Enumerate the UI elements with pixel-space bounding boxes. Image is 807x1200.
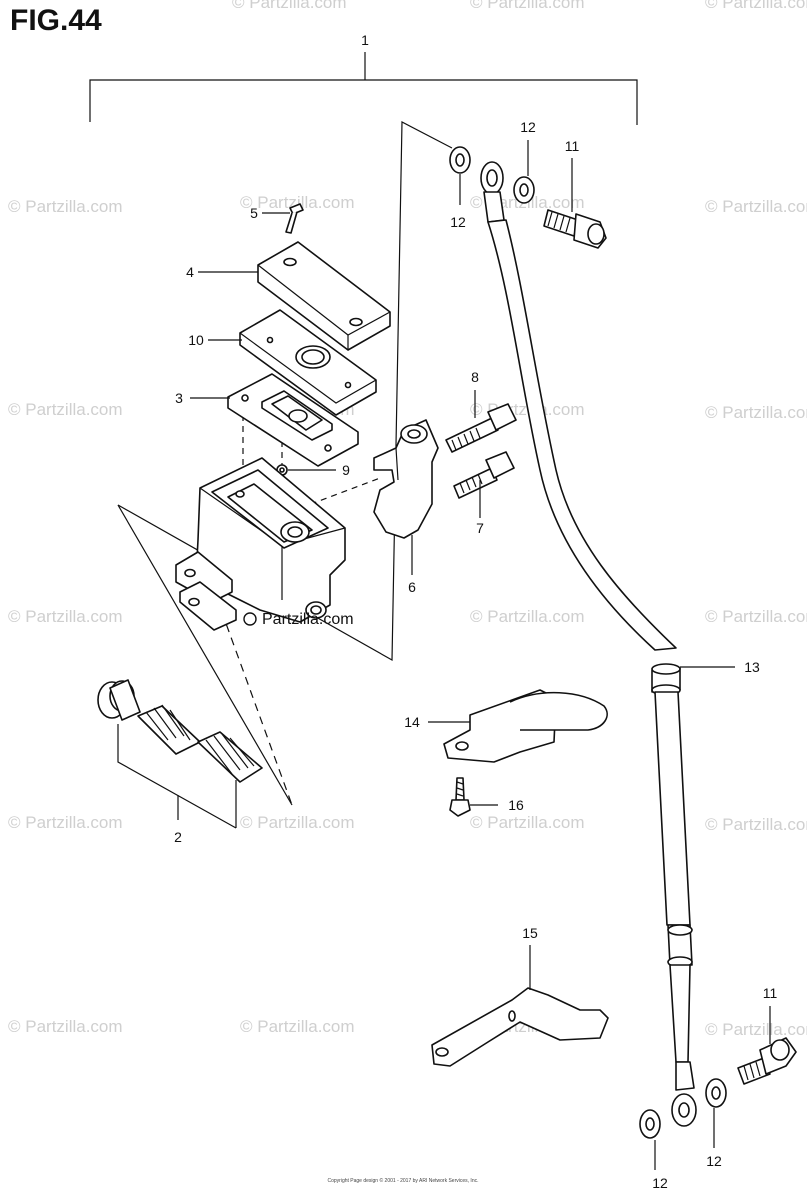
callout-14: 14	[404, 714, 420, 730]
bolt-part-8	[445, 403, 517, 453]
master-cylinder-body	[175, 457, 346, 631]
callout-5: 5	[250, 205, 258, 221]
callout-12: 12	[652, 1175, 668, 1191]
brake-hose-part-13	[480, 161, 735, 1127]
clamp-screw-part-16	[449, 777, 498, 817]
callout-labels: 1 5 4 10 3 9 8 7 6 2 12 12 11 13 14 16 1…	[174, 32, 777, 1191]
diaphragm-part-3	[227, 373, 359, 467]
watermark: © Partzilla.com	[232, 0, 347, 12]
callout-2: 2	[174, 829, 182, 845]
center-watermark-text: Partzilla.com	[262, 611, 354, 628]
reservoir-cap-part-4	[257, 241, 391, 351]
watermark: © Partzilla.com	[705, 815, 807, 834]
watermark: © Partzilla.com	[8, 813, 123, 832]
banjo-washer-part-12-top-right	[513, 140, 535, 204]
hose-bracket-part-15	[431, 945, 609, 1067]
lever-holder-part-6	[373, 419, 439, 539]
watermark: © Partzilla.com	[705, 197, 807, 216]
callout-12: 12	[520, 119, 536, 135]
callout-16: 16	[508, 797, 524, 813]
banjo-washer-part-12-bottom-right	[705, 1078, 727, 1148]
assembly-bracket-1	[89, 52, 638, 125]
footer-copyright: Copyright Page design © 2001 - 2017 by A…	[328, 1177, 479, 1184]
banjo-bolt-part-11-bottom	[737, 1006, 797, 1085]
callout-11: 11	[763, 985, 778, 1001]
watermark: © Partzilla.com	[705, 403, 807, 422]
bolt-part-7	[453, 451, 515, 499]
watermark: © Partzilla.com	[470, 813, 585, 832]
banjo-bolt-part-11-top	[543, 158, 607, 249]
watermark: © Partzilla.com	[470, 607, 585, 626]
watermark: © Partzilla.com	[8, 1017, 123, 1036]
banjo-washer-part-12-bottom-left	[639, 1109, 661, 1170]
callout-13: 13	[744, 659, 760, 675]
piston-kit-part-2	[97, 679, 263, 829]
watermark: © Partzilla.com	[705, 1020, 807, 1039]
callout-6: 6	[408, 579, 416, 595]
callout-12: 12	[450, 214, 466, 230]
leader-lines	[190, 212, 481, 575]
watermark: © Partzilla.com	[240, 1017, 355, 1036]
callout-12: 12	[706, 1153, 722, 1169]
callout-7: 7	[476, 520, 484, 536]
diaphragm-plate-part-10	[239, 309, 377, 416]
watermark: © Partzilla.com	[8, 400, 123, 419]
banjo-washer-part-12-top-left	[449, 146, 471, 205]
center-watermark: Partzilla.com	[243, 611, 354, 628]
watermark: © Partzilla.com	[470, 0, 585, 12]
watermark: © Partzilla.com	[705, 607, 807, 626]
hose-clamp-part-14	[428, 689, 608, 763]
callout-1: 1	[361, 32, 369, 48]
figure-title: FIG.44	[10, 4, 102, 37]
screw-part-5	[285, 203, 304, 234]
watermark: © Partzilla.com	[705, 0, 807, 12]
callout-4: 4	[186, 264, 194, 280]
callout-11: 11	[565, 138, 580, 154]
watermark: © Partzilla.com	[240, 193, 355, 212]
callout-3: 3	[175, 390, 183, 406]
watermark: © Partzilla.com	[8, 607, 123, 626]
watermark: © Partzilla.com	[240, 813, 355, 832]
callout-15: 15	[522, 925, 538, 941]
callout-8: 8	[471, 369, 479, 385]
callout-9: 9	[342, 462, 350, 478]
watermark: © Partzilla.com	[8, 197, 123, 216]
callout-10: 10	[188, 332, 204, 348]
